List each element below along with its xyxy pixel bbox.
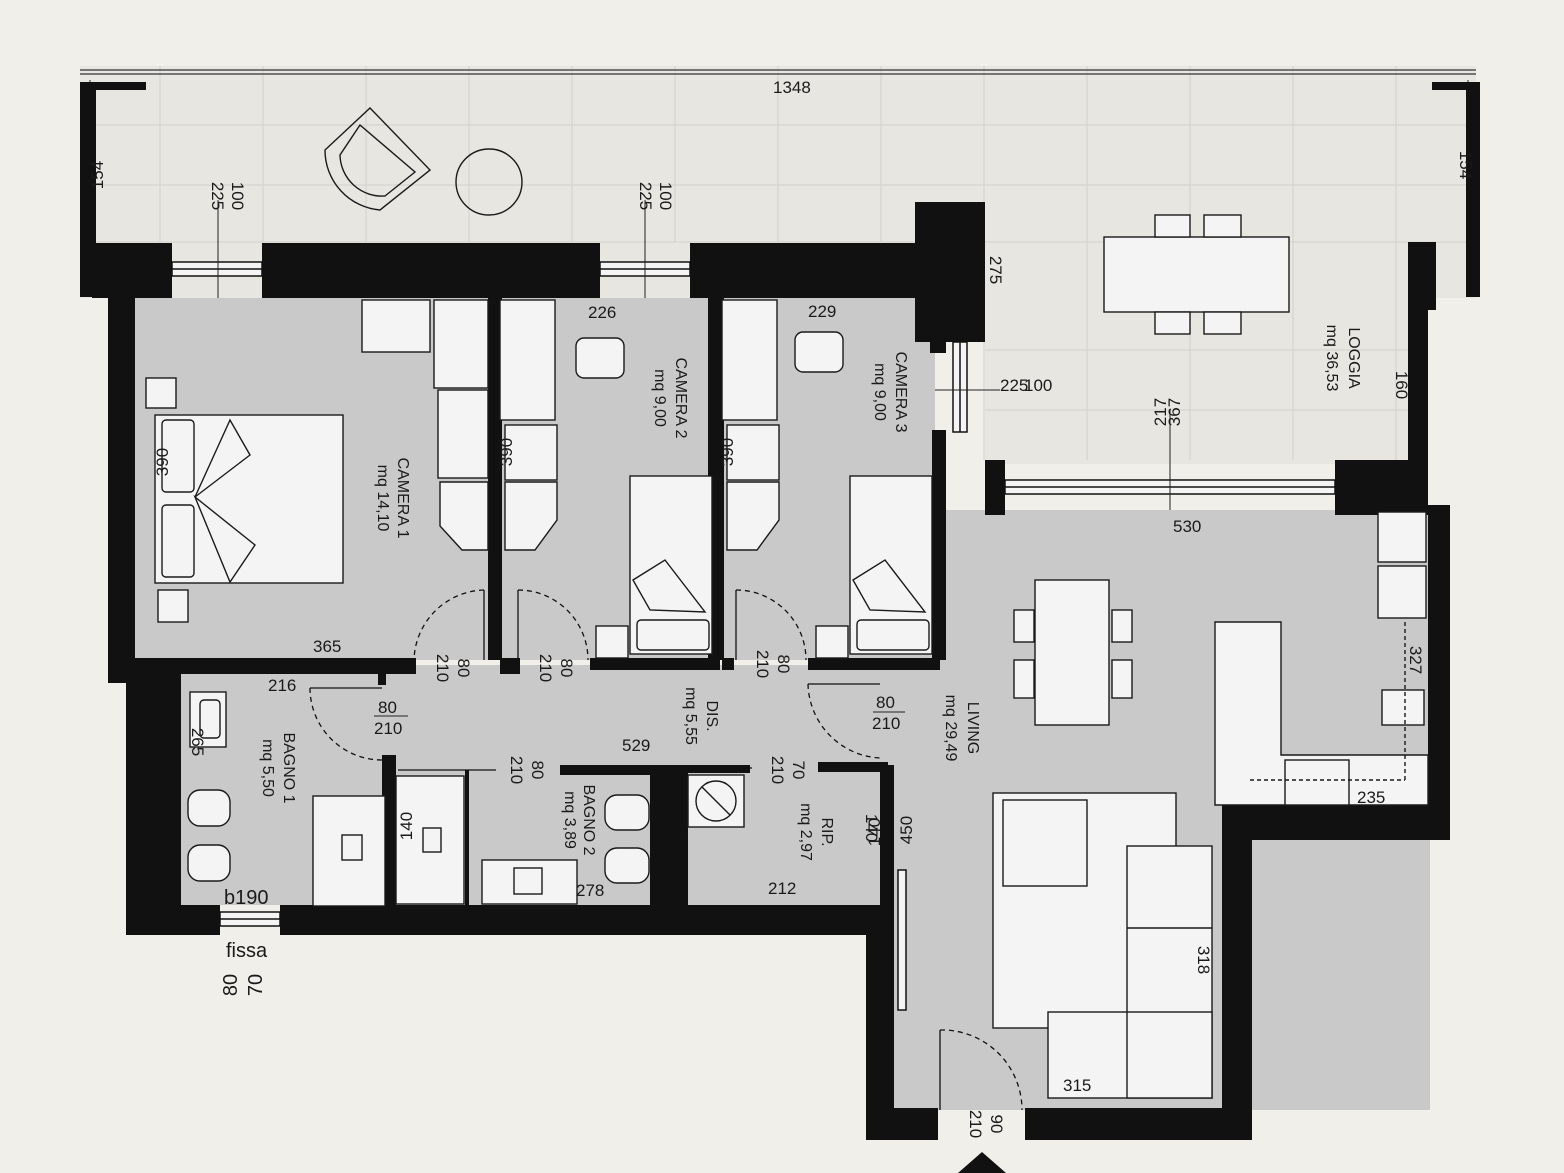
- dim-loggia-left: 154: [88, 161, 107, 189]
- dim-c3-wardrobe: 390: [718, 438, 737, 466]
- dim-loggia-door-a: 225: [1000, 376, 1028, 395]
- camera2-name: CAMERA 2: [672, 358, 689, 439]
- dim-living-top: 530: [1173, 517, 1201, 536]
- loggia-name: LOGGIA: [1345, 327, 1362, 389]
- dim-win1-a: 225: [208, 182, 227, 210]
- dis-name: DIS.: [703, 700, 720, 731]
- dim-door-living-h: 210: [872, 714, 900, 733]
- camera1-area: mq 14,10: [374, 465, 391, 532]
- dim-door-rip-w: 70: [789, 761, 808, 780]
- dim-bagno2-bottom: 278: [576, 881, 604, 900]
- dim-c1-wardrobe: 390: [153, 448, 172, 476]
- dim-loggia-right-side: 160: [1392, 371, 1411, 399]
- dim-kitchen-side: 327: [1406, 646, 1425, 674]
- walls: [80, 82, 1480, 1140]
- dim-shower2: 140: [865, 818, 884, 846]
- bagno1-area: mq 5,50: [259, 739, 276, 797]
- dim-door-b1-h: 210: [374, 719, 402, 738]
- dim-door-b2-w: 80: [528, 761, 547, 780]
- loggia-area: mq 36,53: [1323, 325, 1340, 392]
- dim-living-side: 450: [897, 816, 916, 844]
- dim-door1-w: 80: [454, 659, 473, 678]
- dim-c2-wardrobe: 390: [497, 438, 516, 466]
- camera3-area: mq 9,00: [871, 363, 888, 421]
- dim-win2-a: 225: [636, 182, 655, 210]
- dim-bagno1-side: 265: [188, 728, 207, 756]
- rip-area: mq 2,97: [797, 803, 814, 861]
- dim-loggia-mid-a: 367: [1165, 398, 1184, 426]
- dim-door-rip-h: 210: [768, 756, 787, 784]
- dim-door2-w: 80: [557, 659, 576, 678]
- dim-door-living-w: 80: [876, 693, 895, 712]
- dim-door3-w: 80: [774, 655, 793, 674]
- bagno2-area: mq 3,89: [561, 791, 578, 849]
- dim-loggia-door-b: 100: [1024, 376, 1052, 395]
- dim-shower1: 140: [397, 812, 416, 840]
- dimension-lines: [217, 200, 1171, 717]
- dim-kitchen-bottom: 235: [1357, 788, 1385, 807]
- dis-area: mq 5,55: [682, 687, 699, 745]
- dim-entry-h: 210: [966, 1110, 985, 1138]
- dim-door2-h: 210: [536, 654, 555, 682]
- dim-door3-h: 210: [753, 650, 772, 678]
- dim-sofa-side: 318: [1194, 946, 1213, 974]
- doors: [309, 589, 1023, 1111]
- dimension-labels: 1348 154 154 225 100 225 100 275 225 100…: [88, 78, 1475, 1138]
- living-area: mq 29,49: [942, 695, 959, 762]
- dim-door1-h: 210: [433, 654, 452, 682]
- furniture: [145, 107, 1429, 1099]
- dim-loggia-right: 154: [1456, 151, 1475, 179]
- dim-rip-side: 140: [862, 814, 881, 842]
- dim-entry-w: 90: [987, 1115, 1006, 1134]
- dim-top-width: 1348: [773, 78, 811, 97]
- camera3-name: CAMERA 3: [892, 352, 909, 433]
- dim-c2-top: 226: [588, 303, 616, 322]
- dim-win2-b: 100: [656, 182, 675, 210]
- dim-door-b1-w: 80: [378, 698, 397, 717]
- dim-rip-bottom: 212: [768, 879, 796, 898]
- camera2-area: mq 9,00: [651, 369, 668, 427]
- entrance-arrow: [958, 1152, 1006, 1173]
- dim-pillar: 275: [986, 256, 1005, 284]
- window-label-fissa: fissa: [226, 940, 268, 962]
- dim-door-b2-h: 210: [507, 756, 526, 784]
- dim-dis-length: 529: [622, 736, 650, 755]
- dim-c3-top: 229: [808, 302, 836, 321]
- dim-c1-bottom: 365: [313, 637, 341, 656]
- window-label-b: b190: [224, 887, 269, 909]
- room-labels: CAMERA 1 mq 14,10 CAMERA 2 mq 9,00 CAMER…: [259, 325, 1362, 861]
- camera1-name: CAMERA 1: [394, 458, 411, 539]
- window-label-h: 70: [245, 974, 267, 996]
- dim-loggia-mid-b: 217: [1151, 398, 1170, 426]
- dim-win1-b: 100: [228, 182, 247, 210]
- rip-name: RIP.: [818, 817, 835, 846]
- bagno2-name: BAGNO 2: [580, 784, 597, 855]
- living-name: LIVING: [964, 702, 981, 754]
- window-label-w: 80: [220, 974, 242, 996]
- dim-living-bottom: 315: [1063, 1076, 1091, 1095]
- dim-bagno1-top: 216: [268, 676, 296, 695]
- bagno1-name: BAGNO 1: [280, 732, 297, 803]
